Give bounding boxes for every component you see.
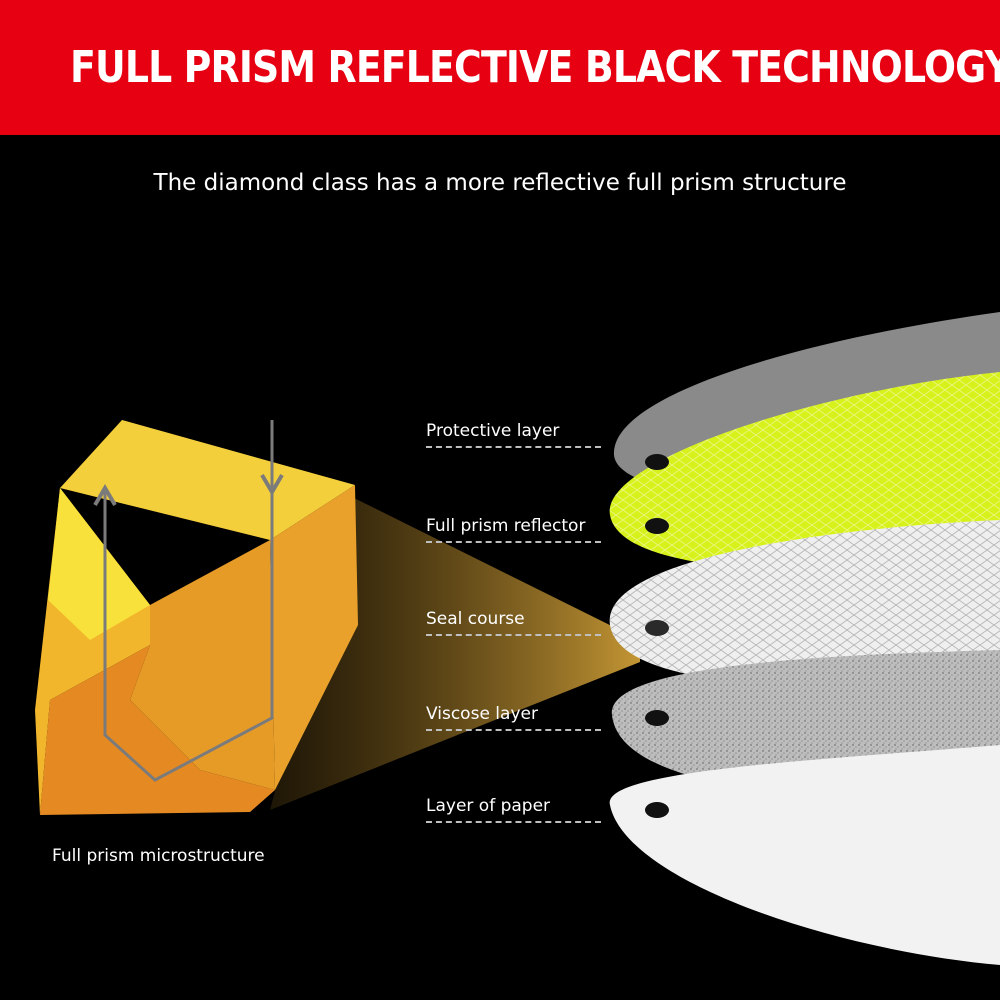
arrow-down-icon <box>260 473 284 496</box>
dashed-divider <box>426 446 601 448</box>
label-text: Full prism reflector <box>426 516 586 536</box>
dashed-divider <box>426 821 601 823</box>
dashed-divider <box>426 729 601 731</box>
prism-microstructure <box>35 420 358 815</box>
light-beam <box>270 497 640 810</box>
prism-face-front <box>130 540 275 790</box>
prism-caption: Full prism microstructure <box>52 846 265 866</box>
label-protective-layer: Protective layer <box>426 420 606 448</box>
page-title: FULL PRISM REFLECTIVE BLACK TECHNOLOGY <box>70 42 1000 93</box>
light-path-up <box>103 420 274 782</box>
hole-icon <box>645 802 669 818</box>
arrow-up-icon <box>93 484 117 507</box>
label-text: Protective layer <box>426 421 560 441</box>
label-viscose-layer: Viscose layer <box>426 703 606 731</box>
prism-face-top <box>60 420 355 540</box>
label-text: Seal course <box>426 609 525 629</box>
hole-icon <box>645 454 669 470</box>
page-subtitle: The diamond class has a more reflective … <box>153 170 847 196</box>
label-prism-reflector: Full prism reflector <box>426 515 606 543</box>
label-text: Layer of paper <box>426 796 551 816</box>
dashed-divider <box>426 541 601 543</box>
layer-prism-reflector-texture <box>609 372 1000 571</box>
label-text: Viscose layer <box>426 704 538 724</box>
hole-icon <box>645 710 669 726</box>
prism-face-bottom <box>40 645 275 815</box>
prism-face-yellow <box>48 488 150 640</box>
dashed-divider <box>426 634 601 636</box>
label-seal-course: Seal course <box>426 608 606 636</box>
hole-icon <box>645 518 669 534</box>
prism-face-right <box>270 485 358 790</box>
layer-paper <box>609 745 1000 965</box>
label-paper-layer: Layer of paper <box>426 795 606 823</box>
hole-icon <box>645 620 669 636</box>
header-banner <box>0 0 1000 135</box>
layer-seal-course-texture <box>609 520 1000 686</box>
